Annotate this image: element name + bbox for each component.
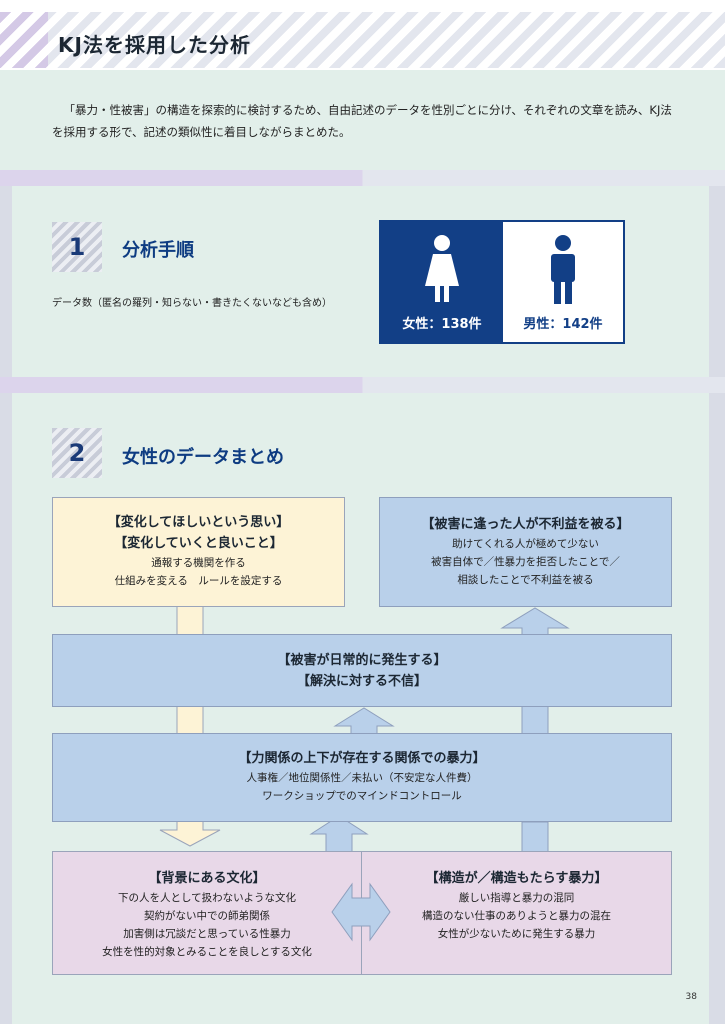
box-background-culture-line3: 加害側は冗談だと思っている性暴力	[123, 928, 291, 940]
blue-stem-right-mid	[521, 705, 549, 735]
box-desired-change: 【変化してほしいという思い】 【変化していくと良いこと】 通報する機関を作る 仕…	[52, 497, 345, 607]
male-count-label: 男性：142件	[523, 317, 603, 332]
intro-text: 「暴力・性被害」の構造を探索的に検討するため、自由記述のデータを性別ごとに分け、…	[52, 103, 672, 139]
yellow-down-arrow	[159, 820, 221, 847]
section1-title: 分析手順	[122, 240, 194, 261]
box-background-culture-line4: 女性を性的対象とみることを良しとする文化	[102, 946, 312, 958]
divider-band-mid	[0, 377, 725, 393]
page-title: KJ法を採用した分析	[58, 33, 251, 57]
box-power-relations: 【力関係の上下が存在する関係での暴力】 人事権／地位関係性／未払い（不安定な人件…	[52, 733, 672, 822]
yellow-stem-lower	[176, 705, 204, 735]
box-background-culture-line2: 契約がない中での師弟関係	[144, 910, 270, 922]
blue-up-arrow-top	[500, 607, 570, 636]
box-structural-violence-line1: 厳しい指導と暴力の混同	[458, 892, 575, 904]
header-stripe-accent	[0, 12, 48, 68]
box-daily-harm-head1: 【被害が日常的に発生する】	[277, 653, 447, 668]
box-structural-violence-line2: 構造のない仕事のありようと暴力の混在	[422, 910, 611, 922]
page-number: 38	[685, 992, 697, 1002]
male-person-icon	[551, 235, 575, 304]
box-desired-change-head1: 【変化してほしいという思い】	[107, 515, 290, 530]
box-victim-disadvantage-line1: 助けてくれる人が極めて少ない	[452, 538, 599, 550]
box-power-relations-head: 【力関係の上下が存在する関係での暴力】	[238, 751, 486, 766]
section2-number: 2	[52, 428, 102, 478]
female-person-icon	[425, 235, 459, 302]
box-background-culture-head: 【背景にある文化】	[148, 871, 266, 886]
female-count-card: 女性：138件	[381, 222, 503, 342]
box-victim-disadvantage-line3: 相談したことで不利益を被る	[457, 574, 594, 586]
box-background-culture: 【背景にある文化】 下の人を人として扱わないような文化 契約がない中での師弟関係…	[52, 851, 362, 975]
box-structural-violence: 【構造が／構造もたらす暴力】 厳しい指導と暴力の混同 構造のない仕事のありようと…	[361, 851, 672, 975]
box-daily-harm-head2: 【解決に対する不信】	[296, 674, 427, 689]
gender-count-panel: 女性：138件 男性：142件	[379, 220, 625, 344]
data-count-note: データ数（匿名の羅列・知らない・書きたくないなども含め）	[52, 298, 332, 309]
yellow-stem-upper	[176, 604, 204, 636]
box-victim-disadvantage-head: 【被害に逢った人が不利益を被る】	[421, 517, 630, 532]
blue-up-arrow-middle	[333, 707, 395, 735]
box-power-relations-line2: ワークショップでのマインドコントロール	[262, 790, 462, 802]
box-power-relations-line1: 人事権／地位関係性／未払い（不安定な人件費）	[246, 772, 478, 784]
box-desired-change-line2: 仕組みを変える ルールを設定する	[114, 575, 283, 587]
section2-title: 女性のデータまとめ	[122, 447, 284, 468]
intro-panel	[0, 70, 725, 170]
box-victim-disadvantage: 【被害に逢った人が不利益を被る】 助けてくれる人が極めて少ない 被害自体で／性暴…	[379, 497, 672, 607]
box-structural-violence-head: 【構造が／構造もたらす暴力】	[425, 871, 608, 886]
divider-band-top	[0, 170, 725, 186]
male-count-card: 男性：142件	[503, 222, 623, 342]
double-arrow-shape	[331, 882, 391, 942]
box-background-culture-line1: 下の人を人として扱わないような文化	[118, 892, 296, 904]
box-structural-violence-line3: 女性が少ないために発生する暴力	[437, 928, 596, 940]
section1-number: 1	[52, 222, 102, 272]
box-desired-change-head2: 【変化していくと良いこと】	[114, 536, 283, 551]
blue-stem-right-lower	[521, 821, 549, 853]
box-desired-change-line1: 通報する機関を作る	[151, 557, 246, 569]
header-stripe-band	[0, 12, 725, 68]
female-count-label: 女性：138件	[402, 317, 482, 332]
box-daily-harm: 【被害が日常的に発生する】 【解決に対する不信】	[52, 634, 672, 707]
double-arrow-overlay	[331, 882, 391, 942]
box-victim-disadvantage-line2: 被害自体で／性暴力を拒否したことで／	[431, 556, 620, 568]
